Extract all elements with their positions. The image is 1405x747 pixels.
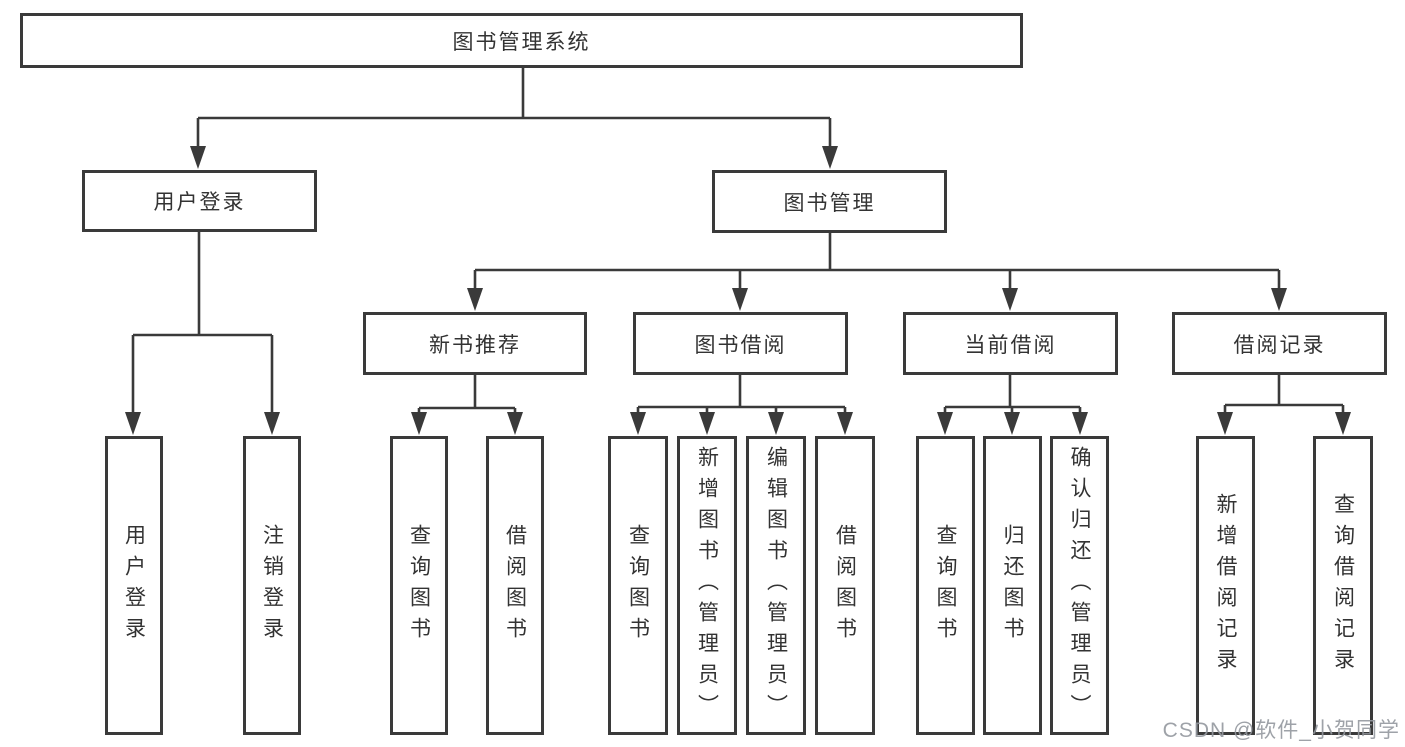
leaf-return-books-label: 归还图书: [1001, 523, 1024, 648]
leaf-user-login: 用户登录: [105, 436, 163, 735]
arrowheads: [125, 146, 1351, 435]
leaf-add-books-admin-label: 新增图书（管理员）: [695, 446, 719, 725]
leaf-user-login-label: 用户登录: [122, 523, 146, 648]
node-book-management: 图书管理: [712, 170, 947, 233]
leaf-return-books: 归还图书: [983, 436, 1042, 735]
leaf-borrow-books: 借阅图书: [815, 436, 875, 735]
node-book-borrow: 图书借阅: [633, 312, 848, 375]
leaf-edit-books-admin-label: 编辑图书（管理员）: [764, 446, 788, 725]
leaf-edit-books-admin: 编辑图书（管理员）: [746, 436, 806, 735]
leaf-add-borrow-record: 新增借阅记录: [1196, 436, 1255, 735]
node-new-book-recommend: 新书推荐: [363, 312, 587, 375]
leaf-query-borrow-record-label: 查询借阅记录: [1331, 492, 1355, 679]
leaf-recommend-borrow-books: 借阅图书: [486, 436, 544, 735]
leaf-query-borrow-record: 查询借阅记录: [1313, 436, 1373, 735]
node-root: 图书管理系统: [20, 13, 1023, 68]
leaf-confirm-return-admin: 确认归还（管理员）: [1050, 436, 1109, 735]
leaf-borrow-query-books: 查询图书: [608, 436, 668, 735]
node-user-login: 用户登录: [82, 170, 317, 232]
node-current-borrow: 当前借阅: [903, 312, 1118, 375]
leaf-recommend-query-books-label: 查询图书: [407, 523, 431, 648]
csdn-watermark: CSDN @软件_小贺同学: [1162, 719, 1400, 742]
leaf-confirm-return-admin-label: 确认归还（管理员）: [1068, 446, 1091, 725]
leaf-recommend-query-books: 查询图书: [390, 436, 448, 735]
leaf-current-query-books: 查询图书: [916, 436, 975, 735]
leaf-borrow-books-label: 借阅图书: [833, 523, 857, 648]
leaf-add-borrow-record-label: 新增借阅记录: [1214, 492, 1237, 679]
leaf-recommend-borrow-books-label: 借阅图书: [503, 523, 527, 648]
leaf-add-books-admin: 新增图书（管理员）: [677, 436, 737, 735]
leaf-logout: 注销登录: [243, 436, 301, 735]
leaf-borrow-query-books-label: 查询图书: [626, 523, 650, 648]
node-borrow-records: 借阅记录: [1172, 312, 1387, 375]
leaf-current-query-books-label: 查询图书: [934, 523, 957, 648]
leaf-logout-label: 注销登录: [260, 523, 284, 648]
